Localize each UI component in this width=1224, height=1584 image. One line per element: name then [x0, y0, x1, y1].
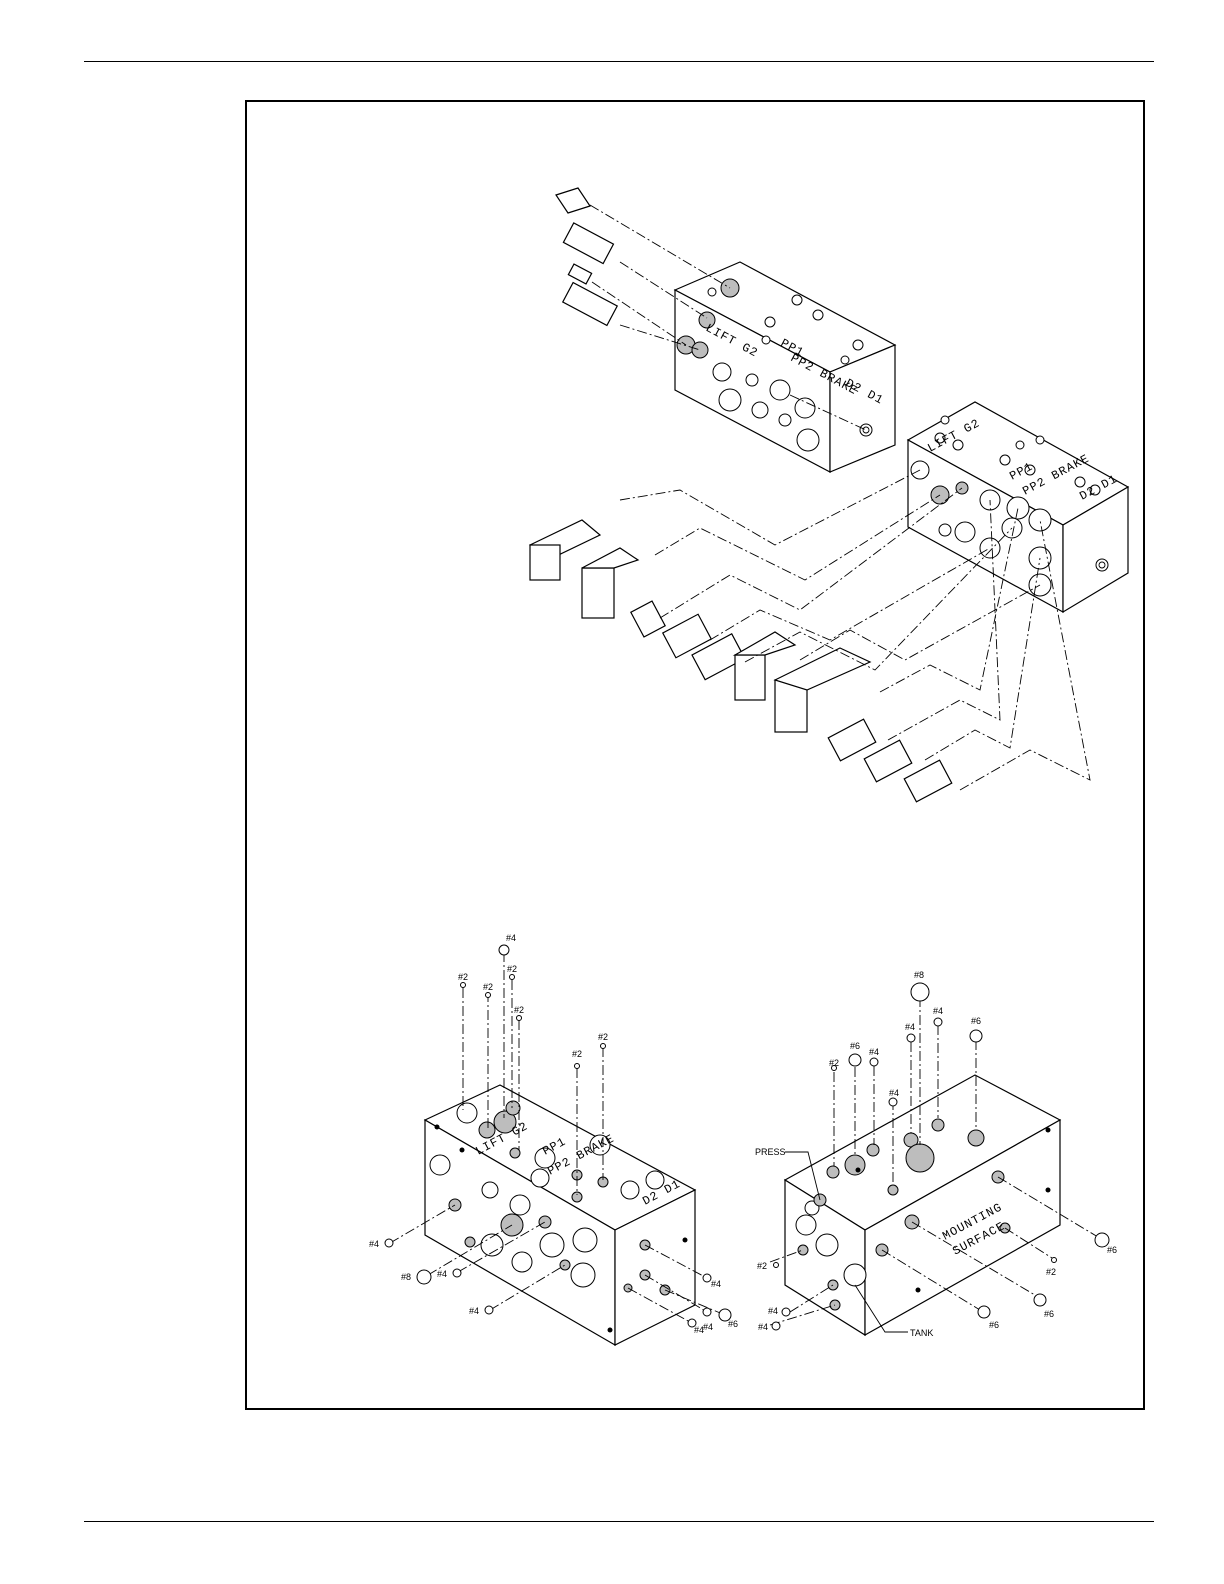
plug-label: #2 — [572, 1049, 582, 1059]
plug-label: #8 — [401, 1272, 411, 1282]
plug-label: #2 — [1046, 1267, 1056, 1277]
plug-label: #4 — [694, 1325, 704, 1335]
plug-label: #2 — [757, 1261, 767, 1271]
lower-manifold-block: LIFT G2 PP1 PP2 BRAKE D2 D1 — [908, 402, 1128, 612]
plug-label: #4 — [711, 1279, 721, 1289]
plug-label: #4 — [869, 1047, 879, 1057]
press-port-label: PRESS — [755, 1147, 786, 1157]
plug-label: #2 — [507, 964, 517, 974]
plug-label: #4 — [369, 1239, 379, 1249]
plug-label: #8 — [914, 970, 924, 980]
manifold-front-view: LIFT G2 PP1 PP2 BRAKE D2 D1 — [369, 933, 738, 1345]
plug-label: #4 — [905, 1022, 915, 1032]
plug-label: #2 — [514, 1005, 524, 1015]
plug-label: #4 — [933, 1006, 943, 1016]
plug-label: #6 — [728, 1319, 738, 1329]
plug-label: #4 — [506, 933, 516, 943]
plug-label: #4 — [437, 1269, 447, 1279]
plug-label: #2 — [598, 1032, 608, 1042]
upper-manifold-block: LIFT G2 PP1 PP2 BRAKE D2 D1 — [675, 262, 895, 472]
exploded-assembly-view: LIFT G2 PP1 PP2 BRAKE D2 D1 — [530, 188, 1128, 802]
plug-label: #6 — [989, 1320, 999, 1330]
plug-label: #2 — [829, 1058, 839, 1068]
plug-label: #2 — [483, 982, 493, 992]
tank-port-label: TANK — [910, 1328, 933, 1338]
plug-label: #2 — [458, 972, 468, 982]
plug-label: #6 — [971, 1016, 981, 1026]
manifold-rear-view: MOUNTING SURFACE — [755, 970, 1117, 1338]
plug-label: #4 — [703, 1322, 713, 1332]
plug-label: #6 — [1044, 1309, 1054, 1319]
plug-label: #6 — [850, 1041, 860, 1051]
plug-label: #6 — [1107, 1245, 1117, 1255]
plug-label: #4 — [758, 1322, 768, 1332]
plug-label: #4 — [889, 1088, 899, 1098]
plug-label: #4 — [768, 1306, 778, 1316]
plug-label: #4 — [469, 1306, 479, 1316]
